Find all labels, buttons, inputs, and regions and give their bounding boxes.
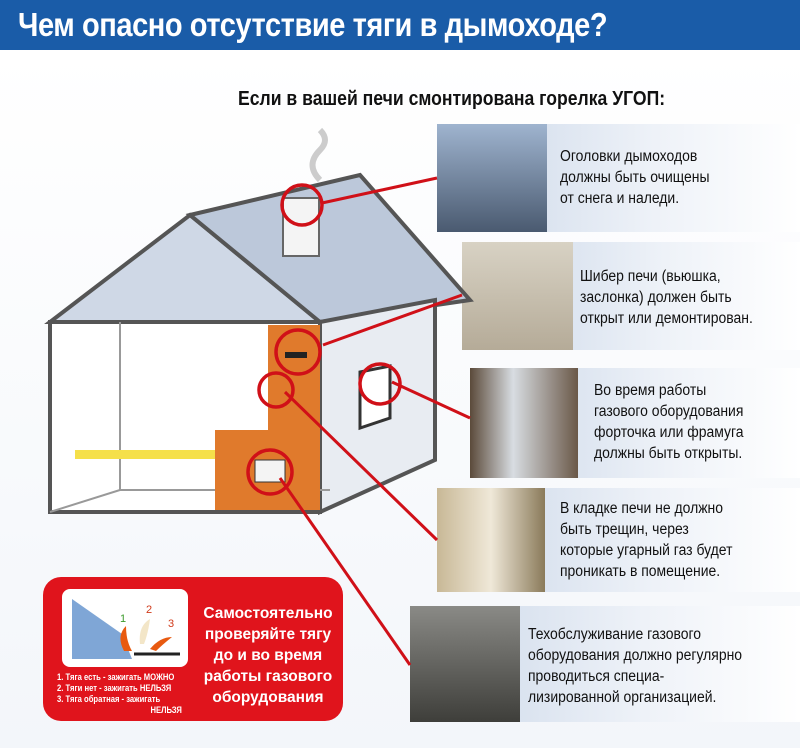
cracks-photo xyxy=(437,488,545,592)
callout-lines xyxy=(278,176,471,666)
smoke xyxy=(309,127,328,183)
gas-equipment-photo xyxy=(410,606,520,722)
callout-circles xyxy=(246,183,402,496)
stove-upper xyxy=(268,325,320,430)
panel-text-line: от снега и наледи. xyxy=(560,190,680,207)
chimney-photo xyxy=(437,124,547,232)
draft-gradient-shape xyxy=(72,599,132,659)
rule-item: 3. Тяга обратная - зажигать xyxy=(57,694,161,704)
panel-text-line: газового оборудования xyxy=(594,403,744,420)
draft-rules: 1. Тяга есть - зажигать МОЖНО 2. Тяги не… xyxy=(57,672,182,716)
subtitle: Если в вашей печи смонтирована горелка У… xyxy=(238,88,666,110)
panel-text-line: должны быть очищены xyxy=(560,169,710,186)
panel-text-line: В кладке печи не должно xyxy=(560,500,724,517)
rule-item: НЕЛЬЗЯ xyxy=(150,705,182,715)
panel-text-line: должны быть открыты. xyxy=(594,445,743,462)
page-title: Чем опасно отсутствие тяги в дымоходе? xyxy=(18,6,608,43)
message-line: проверяйте тягу xyxy=(204,626,332,643)
burner-door xyxy=(254,459,286,483)
message-line: оборудования xyxy=(212,689,324,706)
message-line: до и во время xyxy=(213,647,323,664)
gas-pipe xyxy=(75,450,215,459)
message-line: Самостоятельно xyxy=(203,605,333,622)
damper-slot xyxy=(285,352,307,358)
panel-text-line: быть трещин, через xyxy=(560,521,689,538)
panel-text-line: Техобслуживание газового xyxy=(528,626,702,643)
draft-check-diagram: 1 2 3 xyxy=(62,589,188,667)
panel-text-line: Шибер печи (вьюшка, xyxy=(580,268,721,285)
flame-icon xyxy=(150,637,172,651)
panel-text-line: Оголовки дымоходов xyxy=(560,148,698,165)
flame-icon xyxy=(120,626,132,651)
window-photo xyxy=(470,368,578,478)
panel-damper: Шибер печи (вьюшка, заслонка) должен быт… xyxy=(462,242,800,350)
panel-text-line: проводиться специа- xyxy=(528,668,665,685)
flame-icon xyxy=(139,619,150,644)
panel-text-line: проникать в помещение. xyxy=(560,563,721,580)
title-bar: Чем опасно отсутствие тяги в дымоходе? xyxy=(0,0,800,50)
rule-item: 1. Тяга есть - зажигать МОЖНО xyxy=(57,672,175,682)
draft-message: Самостоятельно проверяйте тягу до и во в… xyxy=(203,603,333,708)
draft-check-box: 1 2 3 1. Тяга есть - зажигать МОЖНО 2. Т… xyxy=(43,577,343,721)
panel-text-line: заслонка) должен быть xyxy=(580,289,732,306)
panel-text-line: лизированной организацией. xyxy=(528,689,717,706)
panel-text-line: открыт или демонтирован. xyxy=(580,310,753,327)
label-3: 3 xyxy=(168,618,174,630)
panel-cracks: В кладке печи не должно быть трещин, чер… xyxy=(437,488,800,592)
panel-text-line: которые угарный газ будет xyxy=(560,542,733,559)
panel-window: Во время работы газового оборудования фо… xyxy=(470,368,800,478)
message-line: работы газового xyxy=(203,668,333,685)
house-drawing xyxy=(44,172,474,516)
chimney-top xyxy=(282,197,320,257)
window xyxy=(358,364,392,431)
panel-maintenance: Техобслуживание газового оборудования до… xyxy=(410,606,800,722)
panel-text-line: Во время работы xyxy=(594,382,707,399)
rule-item: 2. Тяги нет - зажигать НЕЛЬЗЯ xyxy=(57,683,172,693)
panel-text-line: оборудования должно регулярно xyxy=(528,647,743,664)
damper-photo xyxy=(462,242,573,350)
panel-chimney: Оголовки дымоходов должны быть очищены о… xyxy=(437,124,800,232)
panel-text-line: форточка или фрамуга xyxy=(594,424,744,441)
label-2: 2 xyxy=(146,604,152,616)
label-1: 1 xyxy=(120,613,126,625)
